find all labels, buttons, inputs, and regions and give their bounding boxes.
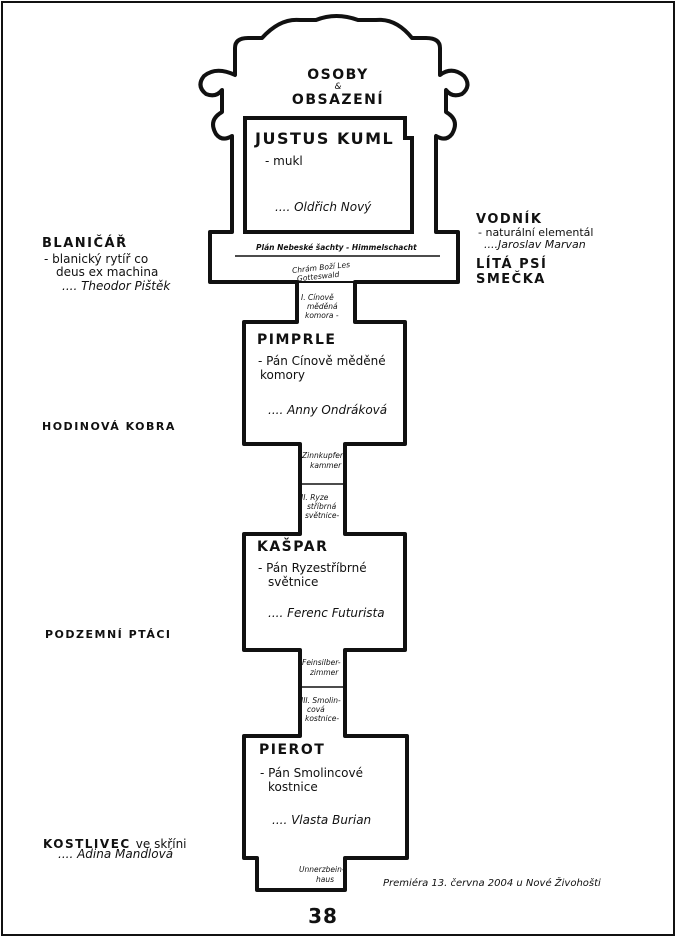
character-pimprle-actor: .... Anny Ondráková xyxy=(268,403,388,417)
vodnik-name: VODNÍK xyxy=(476,212,543,227)
character-kaspar-role-2: světnice xyxy=(268,575,319,589)
podzemni-ptaci: PODZEMNÍ PTÁCI xyxy=(45,628,172,641)
plan-kostnice-line3: kostnice- xyxy=(305,714,340,723)
character-kaspar-role-1: - Pán Ryzestříbrné xyxy=(258,561,367,575)
hodinova-kobra: HODINOVÁ KOBRA xyxy=(42,420,176,433)
plan-kostnice-line2: cová xyxy=(307,705,325,714)
character-pierot-role-1: - Pán Smolincové xyxy=(260,766,363,780)
blanicar-actor: .... Theodor Pištěk xyxy=(62,279,171,293)
kostlivec-name: KOSTLIVEC xyxy=(43,837,131,851)
character-pierot-role-2: kostnice xyxy=(268,780,318,794)
character-pimprle-name: PIMPRLE xyxy=(257,332,337,348)
character-kaspar-actor: .... Ferenc Futurista xyxy=(268,606,385,620)
character-pimprle-role-1: - Pán Cínově měděné xyxy=(258,354,386,368)
blanicar-desc-2: deus ex machina xyxy=(56,265,159,279)
vodnik-actor: ....Jaroslav Marvan xyxy=(484,238,586,251)
plan-unnerzbein-line2: haus xyxy=(316,875,335,884)
plan-zinnkupfer-line2: kammer xyxy=(310,461,342,470)
smecka-line2: SMEČKA xyxy=(476,272,546,287)
plan-feinsilber-line1: Feinsilber- xyxy=(302,658,341,667)
plan-komora-line2: měděná xyxy=(307,302,338,311)
character-justus-role: - mukl xyxy=(265,154,303,168)
plan-unnerzbein-line1: Unnerzbein- xyxy=(299,865,345,874)
smecka-line1: LÍTÁ PSÍ xyxy=(476,257,548,272)
kostlivec-suffix: ve skříni xyxy=(135,837,187,851)
character-justus-name: JUSTUS KUML xyxy=(255,129,395,148)
plan-komora-line3: komora - xyxy=(305,311,339,320)
plan-zinnkupfer-line1: Zinnkupfer- xyxy=(302,451,346,460)
plan-svetnice-line3: světnice- xyxy=(305,511,340,520)
kostlivec-actor: .... Adina Mandlová xyxy=(58,847,174,861)
stage-frame xyxy=(198,14,470,892)
blanicar-name: BLANIČÁŘ xyxy=(42,236,128,251)
header-title-line1: OSOBY xyxy=(307,67,369,83)
character-pimprle-role-2: komory xyxy=(260,368,305,382)
plan-komora-line1: I. Cínově xyxy=(301,293,334,302)
character-justus-actor: .... Oldřich Nový xyxy=(275,200,372,214)
blanicar-desc-1: - blanický rytíř co xyxy=(44,252,149,266)
character-pierot-actor: .... Vlasta Burian xyxy=(272,813,372,827)
header-title-amp: & xyxy=(334,82,342,92)
plan-svetnice-line1: II. Ryze xyxy=(301,493,329,502)
plan-svetnice-line2: stříbrná xyxy=(307,502,337,511)
plan-himmelschacht: Plán Nebeské šachty - Himmelschacht xyxy=(256,243,417,252)
character-kaspar-name: KAŠPAR xyxy=(257,539,329,555)
header-title-line2: OBSAZENÍ xyxy=(291,92,385,108)
character-pierot-name: PIEROT xyxy=(259,742,326,758)
kostlivec-line: KOSTLIVEC ve skříni xyxy=(43,834,187,852)
plan-feinsilber-line2: zimmer xyxy=(310,668,339,677)
plan-kostnice-line1: III. Smolin- xyxy=(301,696,341,705)
room-justus xyxy=(243,116,414,234)
premiere-note: Premiéra 13. června 2004 u Nové Živohošt… xyxy=(383,878,601,889)
vodnik-desc: - naturální elementál xyxy=(478,226,594,239)
page-number: 38 xyxy=(308,904,338,928)
